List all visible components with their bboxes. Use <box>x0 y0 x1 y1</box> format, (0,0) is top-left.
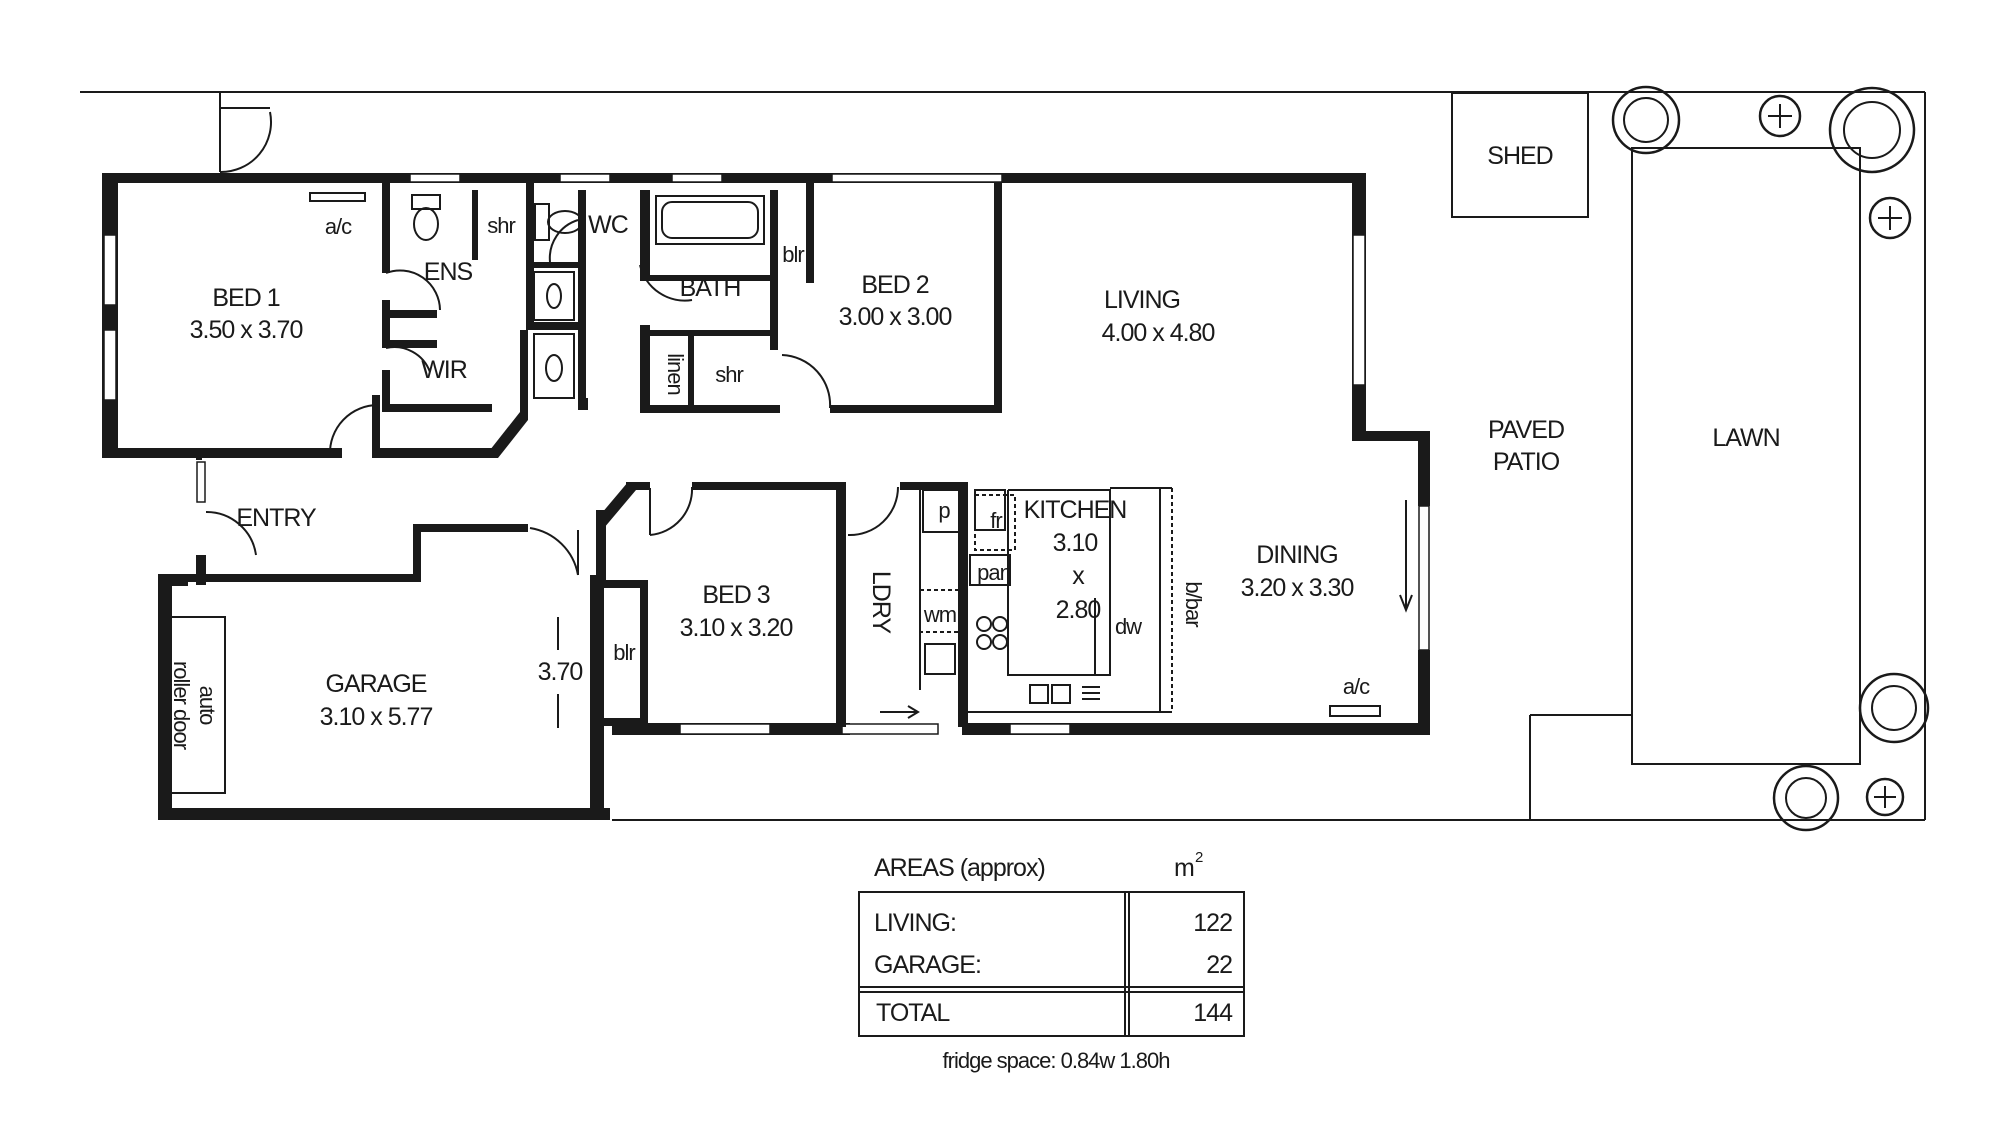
room-labels: BED 1 3.50 x 3.70 a/c ENS WIR shr WC BAT… <box>169 142 1781 750</box>
roller-door-label-1: auto <box>195 686 220 726</box>
tree-icon <box>1828 86 1916 174</box>
garage-size: 3.10 x 5.77 <box>320 703 433 731</box>
areas-total-value: 144 <box>1193 999 1233 1027</box>
wir-label: WIR <box>421 356 467 384</box>
ens-label: ENS <box>424 258 473 286</box>
entry-label: ENTRY <box>236 504 317 532</box>
doors <box>205 219 900 576</box>
fridge-space-note: fridge space: 0.84w 1.80h <box>943 1048 1170 1073</box>
shed <box>1451 92 1589 218</box>
areas-title: AREAS (approx) <box>874 854 1045 882</box>
tree-icon <box>1858 672 1930 744</box>
lawn <box>1631 147 1861 765</box>
patio-label-2: PATIO <box>1493 448 1560 476</box>
areas-row-label: LIVING: <box>874 909 956 937</box>
interior-walls <box>372 183 1002 730</box>
tree-icon <box>1865 777 1905 817</box>
site-boundary <box>80 91 1926 821</box>
kitchen-height: 2.80 <box>1056 596 1101 624</box>
wc-label: WC <box>588 211 629 239</box>
blr-label-bed2: blr <box>782 242 804 267</box>
areas-unit: m <box>1174 854 1194 882</box>
exterior-walls <box>102 173 1430 820</box>
laundry-label: LDRY <box>867 571 895 635</box>
areas-unit-superscript: 2 <box>1195 849 1203 866</box>
gate <box>219 92 272 174</box>
garage-dimension: 3.70 <box>538 658 583 686</box>
ens-shower-label: shr <box>487 213 515 238</box>
linen-label: linen <box>663 353 688 394</box>
areas-total-label: TOTAL <box>876 999 950 1027</box>
living-name: LIVING <box>1104 286 1180 314</box>
bed1-name: BED 1 <box>212 284 279 312</box>
bed3-size: 3.10 x 3.20 <box>680 614 793 642</box>
pantry-label: pan <box>977 560 1011 585</box>
breakfast-bar-label: b/bar <box>1181 581 1206 627</box>
patio-label-1: PAVED <box>1488 416 1564 444</box>
blr-label-bed3: blr <box>613 640 635 665</box>
dishwasher-label: dw <box>1115 614 1142 639</box>
dining-ac-label: a/c <box>1343 674 1370 699</box>
areas-table: AREAS (approx) m 2 LIVING: 122 GARAGE: 2… <box>858 849 1245 1073</box>
fixtures <box>160 192 1381 794</box>
bed1-size: 3.50 x 3.70 <box>190 316 303 344</box>
outdoor <box>1451 92 1861 765</box>
tree-icon <box>1611 85 1681 155</box>
fridge-label: fr <box>990 508 1002 533</box>
kitchen-times: x <box>1072 562 1085 590</box>
areas-row-value: 22 <box>1206 951 1232 979</box>
kitchen-width: 3.10 <box>1053 529 1098 557</box>
roller-door-label-2: roller door <box>169 661 194 750</box>
kitchen-name: KITCHEN <box>1024 496 1127 524</box>
dining-name: DINING <box>1256 541 1338 569</box>
tree-icon <box>1868 196 1912 240</box>
tree-icon <box>1772 764 1840 832</box>
pantry-p-label: p <box>938 498 950 523</box>
living-size: 4.00 x 4.80 <box>1102 319 1215 347</box>
areas-row-value: 122 <box>1193 909 1232 937</box>
ac-label: a/c <box>325 214 352 239</box>
bath-shower-label: shr <box>715 362 743 387</box>
trees <box>1611 85 1930 832</box>
windows <box>103 173 1430 735</box>
bed2-name: BED 2 <box>861 271 928 299</box>
bed3-name: BED 3 <box>702 581 769 609</box>
washing-machine-label: wm <box>923 602 956 627</box>
shed-label: SHED <box>1487 142 1552 170</box>
bed2-size: 3.00 x 3.00 <box>839 303 952 331</box>
lawn-label: LAWN <box>1712 424 1779 452</box>
garage-name: GARAGE <box>326 670 427 698</box>
bath-label: BATH <box>680 274 741 302</box>
dining-size: 3.20 x 3.30 <box>1241 574 1354 602</box>
tree-icon <box>1758 94 1802 138</box>
areas-row-label: GARAGE: <box>874 951 981 979</box>
